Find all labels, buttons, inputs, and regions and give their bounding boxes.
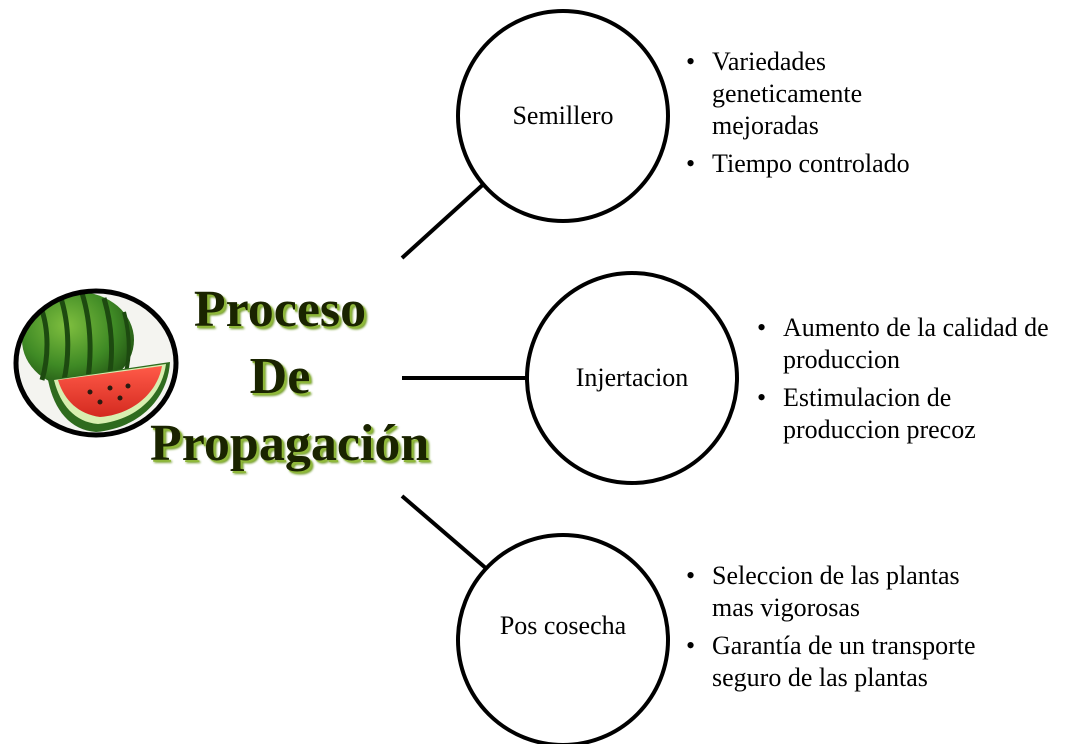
node-circle-injertacion: [525, 271, 739, 485]
bullet-item: Variedades geneticamente mejoradas: [686, 46, 916, 142]
bullet-list-injertacion: Aumento de la calidad de produccion Esti…: [757, 312, 1067, 452]
bullet-item: Garantía de un transporte seguro de las …: [686, 630, 986, 694]
title-line-3: Propagación: [150, 415, 430, 472]
title-line-1: Proceso: [193, 281, 367, 338]
bullet-item: Seleccion de las plantas mas vigorosas: [686, 560, 986, 624]
node-label-pos-cosecha: Pos cosecha: [499, 611, 627, 640]
bullet-item: Tiempo controlado: [686, 148, 916, 180]
diagram-title: Proceso De Propagación: [150, 276, 430, 477]
node-circle-pos-cosecha: [456, 533, 670, 744]
bullet-list-semillero: Variedades geneticamente mejoradas Tiemp…: [686, 46, 916, 186]
bullet-item: Aumento de la calidad de produccion: [757, 312, 1067, 376]
connector-semillero: [400, 178, 490, 260]
node-label-injertacion: Injertacion: [575, 363, 689, 392]
connector-pos-cosecha: [400, 494, 490, 572]
bullet-item: Estimulacion de produccion precoz: [757, 382, 1067, 446]
node-label-semillero: Semillero: [512, 101, 614, 130]
bullet-list-pos-cosecha: Seleccion de las plantas mas vigorosas G…: [686, 560, 986, 700]
watermelon-image: [13, 288, 179, 438]
node-circle-semillero: [456, 9, 670, 223]
title-line-2: De: [249, 348, 311, 405]
